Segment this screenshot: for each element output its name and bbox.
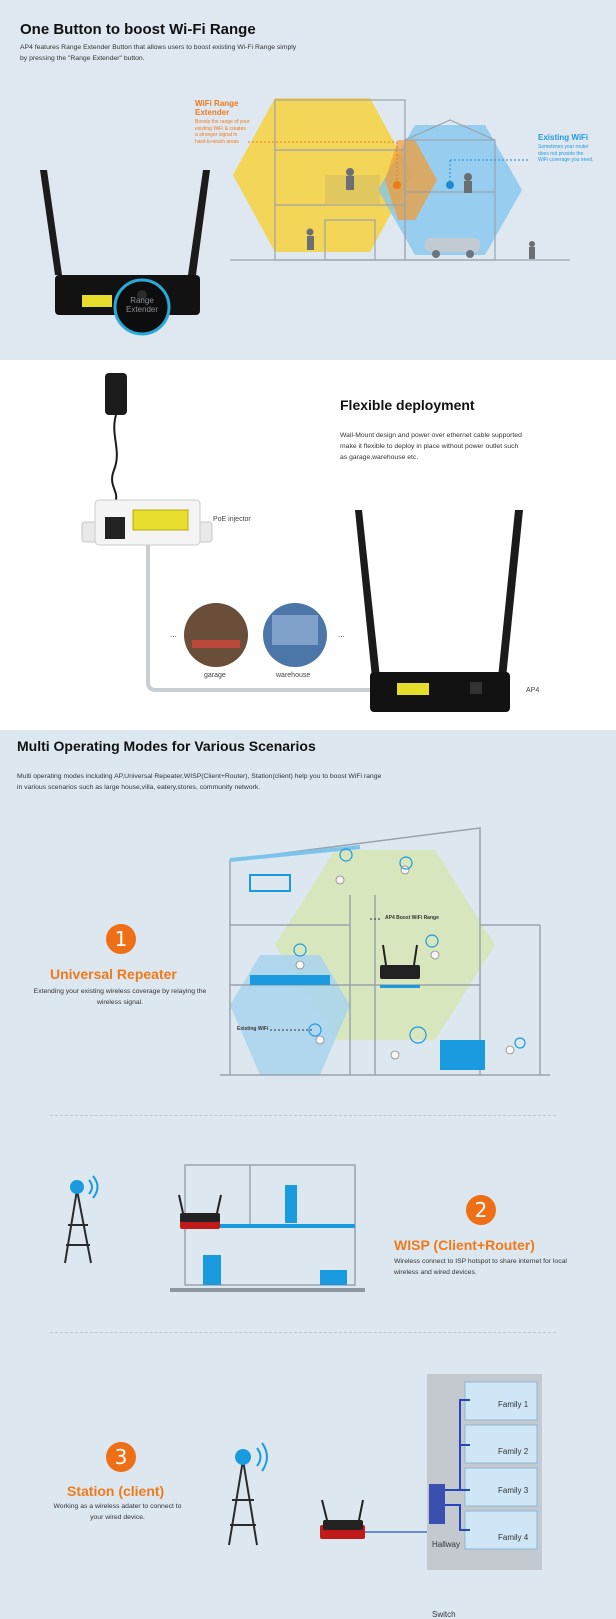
section-title: Flexible deployment [340, 397, 475, 413]
mode-description: Working as a wireless adater to connect … [53, 1503, 182, 1521]
family-label: Family 1 [498, 1400, 529, 1409]
family-label: Family 2 [498, 1447, 529, 1456]
tower-icon [70, 1180, 84, 1194]
range-extender-button[interactable]: Range Extender [125, 296, 159, 314]
mode-number-badge: 3 [106, 1442, 136, 1472]
ellipsis-left: ... [170, 630, 177, 639]
mode-description: Extending your existing wireless coverag… [33, 988, 207, 1006]
flexible-deployment-section: Flexible deployment Wall-Mount design an… [0, 360, 616, 730]
poe-injector-label: PoE injector [213, 516, 251, 523]
station-illustration [228, 1374, 542, 1570]
garage-image [184, 603, 248, 667]
mode-title: Universal Repeater [50, 966, 177, 982]
extender-coverage-hexagon [233, 98, 412, 252]
range-extender-button-icon [113, 278, 171, 336]
switch-label: Switch [432, 1610, 456, 1619]
range-extender-illustration [40, 98, 570, 336]
power-adapter-icon [105, 373, 127, 415]
ap4-router-icon [320, 1499, 365, 1539]
family-label: Family 3 [498, 1486, 529, 1495]
garage-label: garage [204, 672, 226, 679]
tower-icon [228, 1459, 258, 1546]
section-title: One Button to boost Wi-Fi Range [20, 21, 256, 38]
people-icons [306, 168, 535, 259]
existing-wifi-label: Existing WiFi [237, 1026, 269, 1032]
operating-modes-section: Multi Operating Modes for Various Scenar… [0, 730, 616, 1619]
mode-number-badge: 2 [466, 1195, 496, 1225]
car-icon [425, 238, 480, 258]
ap4-router-icon [178, 1194, 222, 1229]
ellipsis-right: ... [338, 630, 345, 639]
hallway-label: Hallway [432, 1540, 461, 1549]
people-icons [295, 865, 515, 1060]
universal-repeater-illustration [220, 827, 550, 1076]
router-image [40, 170, 210, 336]
mode-title: WISP (Client+Router) [394, 1237, 535, 1253]
mode-description: Wireless connect to ISP hotspot to share… [394, 1258, 567, 1276]
poe-injector-icon [81, 499, 213, 546]
divider [50, 1332, 556, 1333]
ap4-router-icon [380, 944, 420, 979]
existing-wifi-callout: Existing WiFi Sometimes your router does… [538, 133, 594, 163]
section-description: Wall-Mount design and power over etherne… [340, 432, 522, 461]
ap4-boost-label: AP4 Boost WiFi Range [385, 915, 439, 921]
section-description: AP4 features Range Extender Button that … [20, 44, 297, 62]
extender-pin-icon [393, 181, 401, 189]
tower-icon [64, 1189, 92, 1264]
mode-title: Station (client) [67, 1483, 165, 1499]
switch-icon [429, 1484, 445, 1524]
wifi-icons [293, 848, 526, 1049]
ap4-label: AP4 [526, 687, 540, 694]
extender-callout: WiFi Range Extender Boosts the range of … [195, 99, 250, 145]
family-label: Family 4 [498, 1533, 529, 1542]
mode-number-badge: 1 [106, 924, 136, 954]
ap4-router-image [355, 510, 523, 712]
deployment-illustration [81, 373, 523, 712]
divider [50, 1115, 556, 1116]
router-pin-icon [446, 181, 454, 189]
section-title: Multi Operating Modes for Various Scenar… [17, 738, 316, 754]
section-description: Multi operating modes including AP,Unive… [17, 773, 382, 791]
warehouse-label: warehouse [276, 672, 311, 679]
wisp-illustration [64, 1164, 365, 1292]
range-extender-section: One Button to boost Wi-Fi Range AP4 feat… [0, 0, 616, 360]
